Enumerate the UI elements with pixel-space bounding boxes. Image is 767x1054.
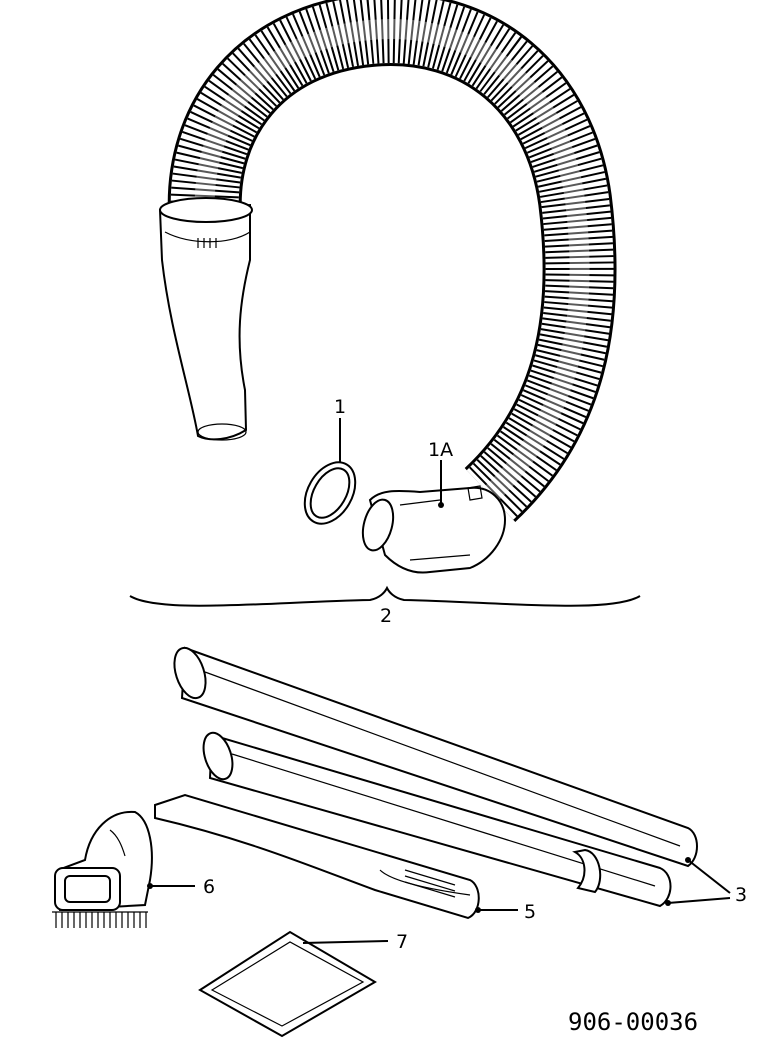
hose-assembly (158, 0, 617, 574)
label-part-1a: 1A (428, 439, 453, 461)
label-part-7: 7 (396, 931, 408, 953)
extension-wand-lower (202, 731, 672, 908)
leader-7 (302, 940, 389, 944)
dusting-brush (52, 810, 153, 928)
hose-handle (158, 203, 251, 441)
assembly-brace (129, 585, 641, 607)
gasket-ring (303, 461, 357, 525)
filter-pad (198, 930, 377, 1038)
label-part-2: 2 (380, 605, 392, 627)
extension-wand-upper (173, 646, 698, 868)
leader-3b (667, 897, 731, 904)
label-part-5: 5 (524, 901, 536, 923)
elbow-inlet (361, 498, 395, 552)
label-part-1: 1 (334, 396, 346, 418)
label-part-6: 6 (203, 876, 215, 898)
leader-3a (687, 859, 731, 894)
swivel-elbow (368, 486, 507, 574)
crevice-tool (154, 793, 480, 920)
drawing-number: 906-00036 (568, 1008, 698, 1036)
handle-cuff (159, 197, 253, 223)
label-part-3: 3 (735, 884, 747, 906)
